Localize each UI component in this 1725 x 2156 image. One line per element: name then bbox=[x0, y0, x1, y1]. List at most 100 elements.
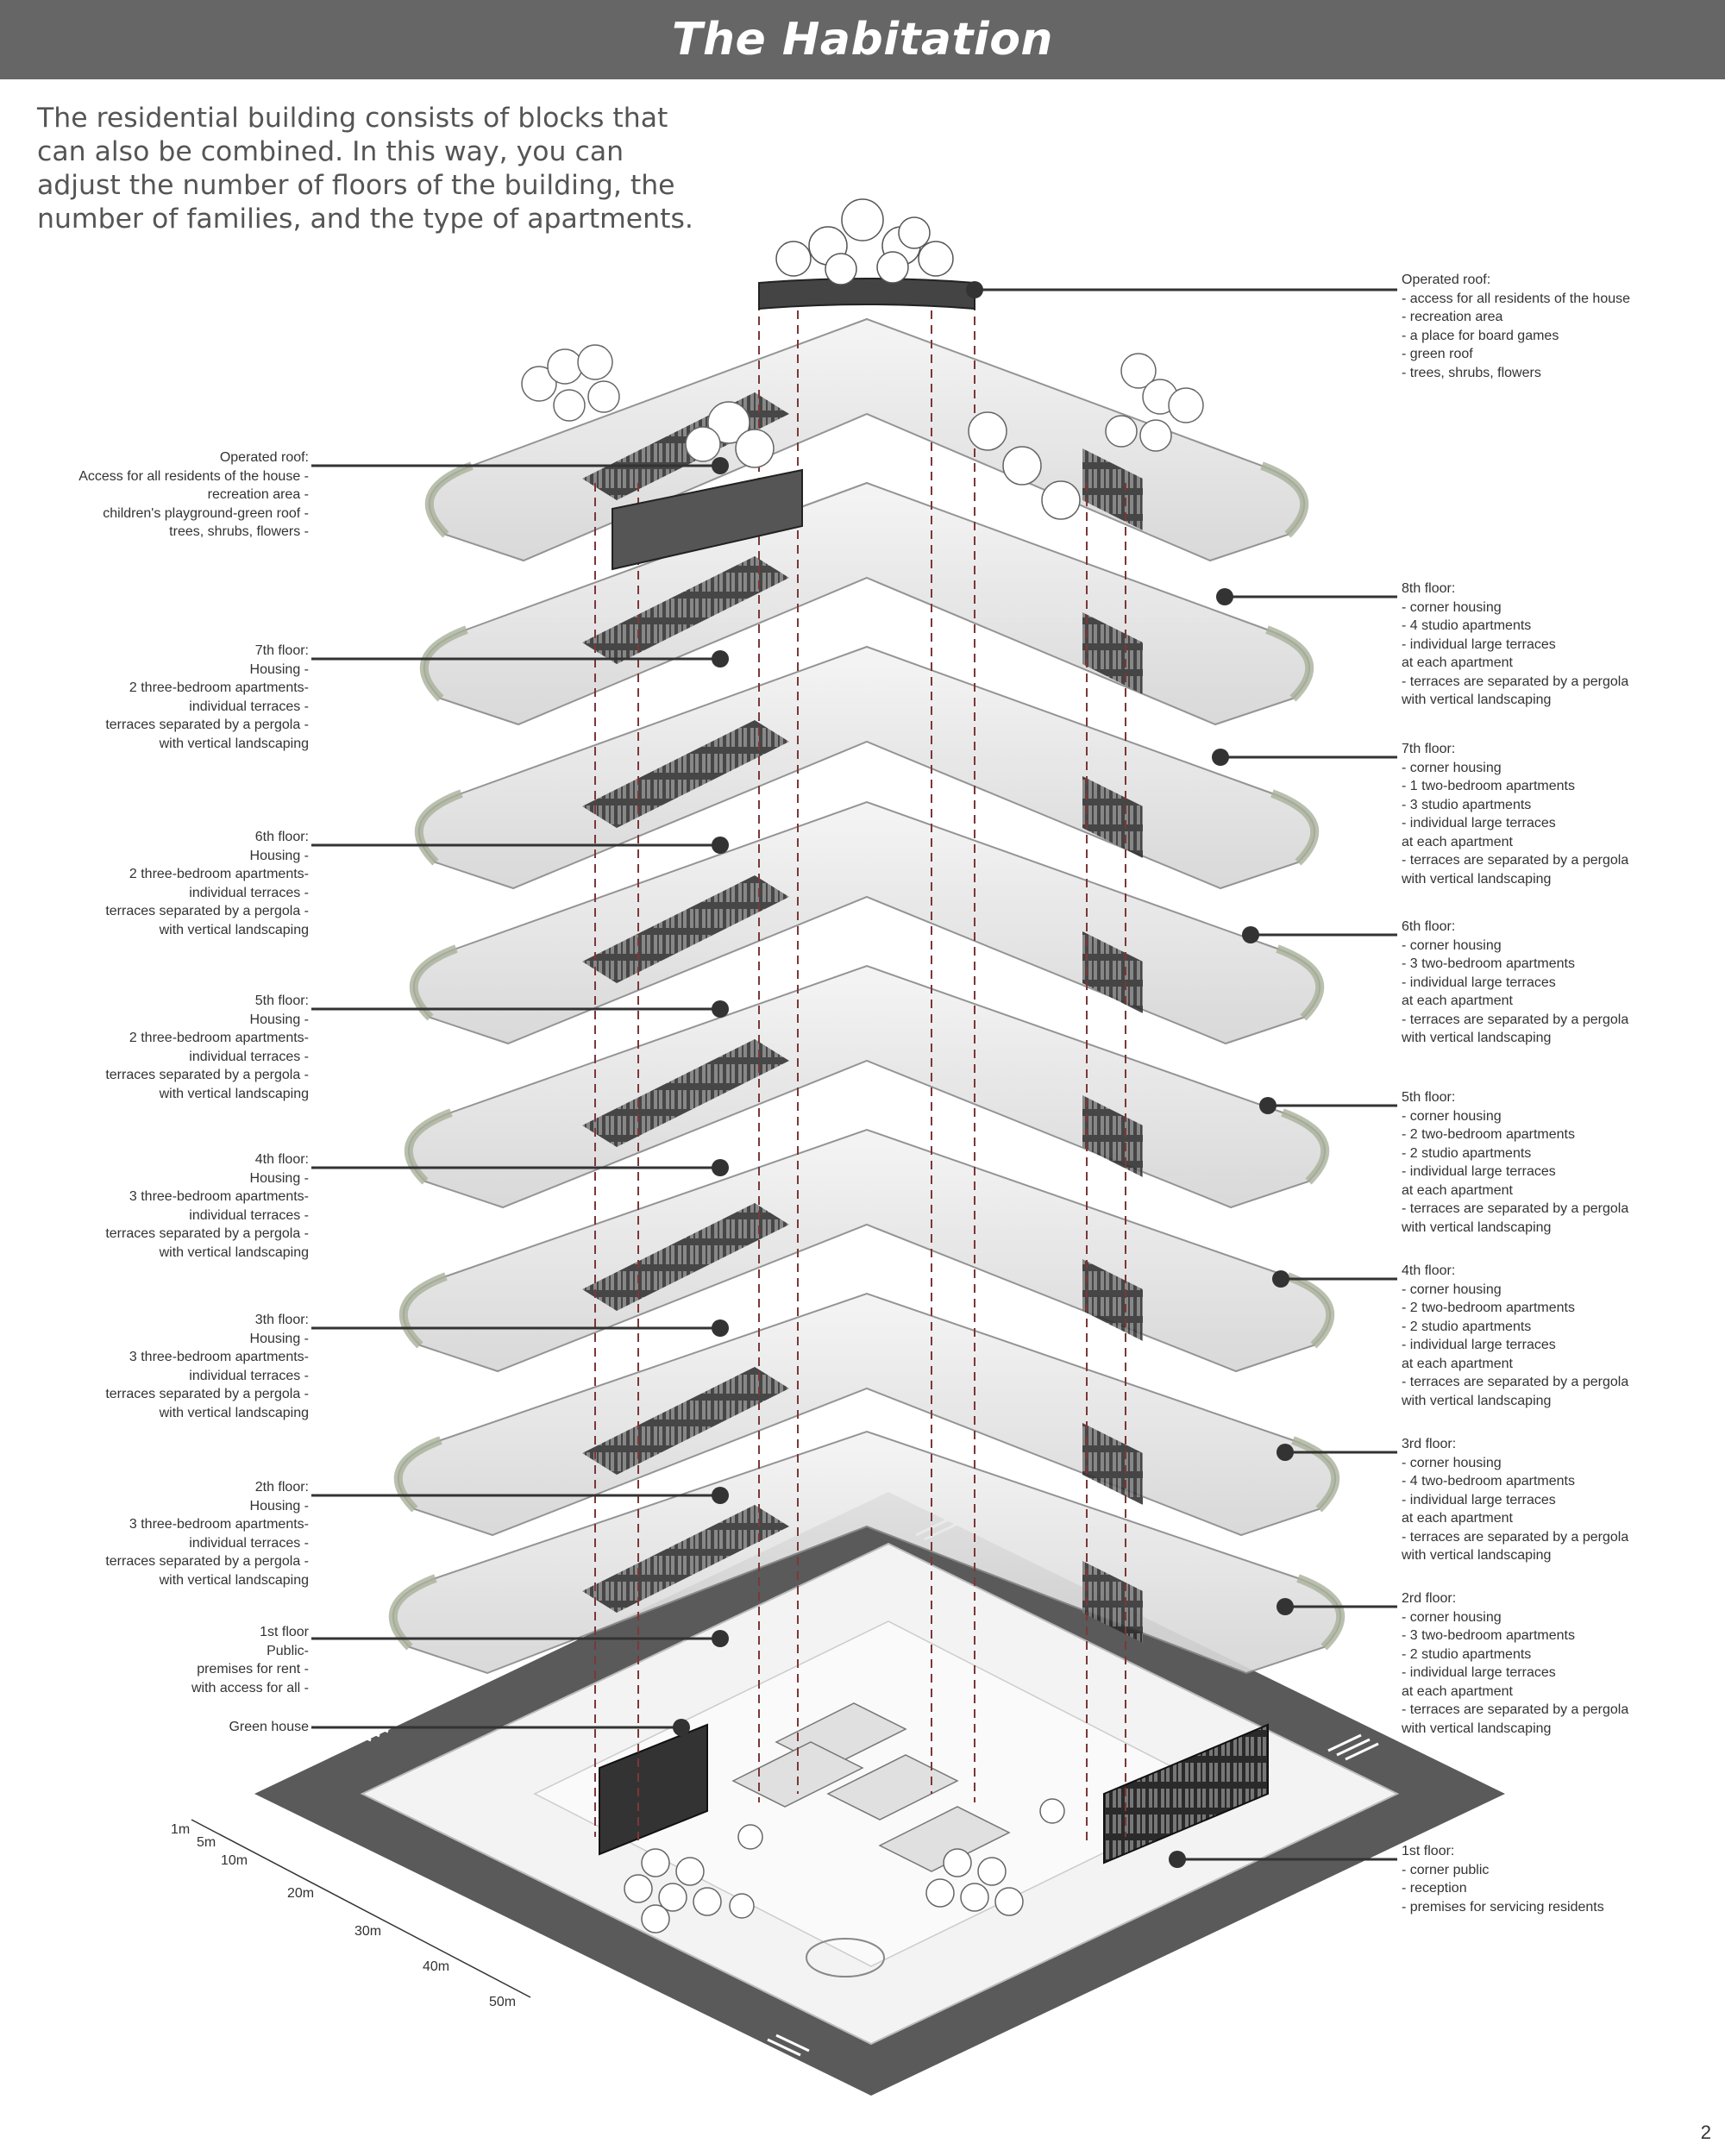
annotation-line: - 2 studio apartments bbox=[1402, 1145, 1532, 1161]
annotation-green-house: Green house bbox=[229, 1718, 309, 1737]
annotation-line: terraces separated by a pergola - bbox=[105, 1226, 309, 1241]
terrace-edge-right bbox=[1270, 789, 1320, 866]
floor-slab-group bbox=[419, 481, 1314, 726]
annotation-line: individual terraces - bbox=[189, 699, 309, 714]
apartment-block-right bbox=[1082, 1095, 1143, 1177]
structural-axes bbox=[594, 302, 1126, 1846]
annotation-line: 3 three-bedroom apartments- bbox=[129, 1189, 309, 1204]
annotation-line: at each apartment bbox=[1402, 1182, 1513, 1198]
apartment-block-left bbox=[582, 556, 789, 664]
page-title: The Habitation bbox=[672, 14, 1053, 66]
annotation-line: - recreation area bbox=[1402, 310, 1503, 324]
annotation-line: - green roof bbox=[1402, 347, 1473, 361]
annotation-line: - 2 studio apartments bbox=[1402, 1646, 1532, 1662]
apartment-block-right bbox=[1082, 448, 1143, 530]
scale-bar: 1m 5m 10m 20m 30m 40m 50m bbox=[171, 1819, 531, 2009]
annotation-7th-floor-right: 7th floor: - corner housing - 1 two-bedr… bbox=[1402, 740, 1628, 888]
annotation-line: premises for rent - bbox=[197, 1662, 309, 1677]
annotation-line: 3 three-bedroom apartments- bbox=[129, 1350, 309, 1364]
annotation-line: individual terraces - bbox=[189, 1207, 309, 1223]
annotation-5th-floor-right: 5th floor: - corner housing - 2 two-bedr… bbox=[1402, 1088, 1628, 1237]
annotation-line: - a place for board games bbox=[1402, 328, 1559, 343]
annotation-line: with vertical landscaping bbox=[159, 736, 309, 751]
floor-slab-group bbox=[388, 1430, 1346, 1675]
terrace-edge-right bbox=[1265, 625, 1314, 702]
annotation-line: - corner housing bbox=[1402, 937, 1502, 953]
floor-slab-group bbox=[409, 800, 1325, 1045]
annotation-line: Housing - bbox=[249, 661, 309, 677]
annotation-line: - 2 studio apartments bbox=[1402, 1319, 1532, 1334]
annotation-line: 3rd floor: bbox=[1402, 1437, 1457, 1451]
annotation-line: with vertical landscaping bbox=[159, 1405, 309, 1420]
apartment-block-left bbox=[582, 1367, 789, 1475]
annotation-line: 2th floor: bbox=[254, 1480, 309, 1495]
annotation-1st-floor-right: 1st floor: - corner public - reception -… bbox=[1402, 1842, 1604, 1916]
annotation-line: at each apartment bbox=[1402, 1356, 1513, 1371]
leader-dot bbox=[1242, 926, 1259, 943]
apartment-block-left bbox=[582, 875, 789, 983]
annotation-line: terraces separated by a pergola - bbox=[105, 718, 309, 732]
site-plan bbox=[254, 1492, 1505, 2096]
annotation-8th-floor-right: 8th floor: - corner housing - 4 studio a… bbox=[1402, 580, 1628, 710]
terrace-edge-right bbox=[1286, 1272, 1335, 1349]
annotation-line: at each apartment bbox=[1402, 1511, 1513, 1526]
annotation-line: - individual large terraces bbox=[1402, 1338, 1556, 1352]
annotation-line: Operated roof: bbox=[219, 450, 309, 465]
leader-dot bbox=[712, 1159, 729, 1176]
annotation-line: with vertical landscaping bbox=[159, 1244, 309, 1260]
apartment-block-left bbox=[582, 1203, 789, 1311]
title-bar: The Habitation bbox=[0, 0, 1725, 79]
annotation-line: - access for all residents of the house bbox=[1402, 291, 1631, 306]
terrace-edge-right bbox=[1291, 1436, 1340, 1513]
annotation-line: - terraces are separated by a pergola bbox=[1402, 853, 1629, 868]
annotation-line: - 2 two-bedroom apartments bbox=[1402, 1127, 1575, 1142]
apartment-block-right bbox=[1082, 1259, 1143, 1341]
annotation-line: - terraces are separated by a pergola bbox=[1402, 674, 1629, 689]
annotation-line: 4th floor: bbox=[254, 1152, 309, 1167]
annotation-line: - terraces are separated by a pergola bbox=[1402, 1529, 1629, 1545]
leader-dot bbox=[1276, 1444, 1294, 1461]
annotation-3th-floor-left: 3th floor: Housing - 3 three-bedroom apa… bbox=[105, 1311, 309, 1422]
annotation-line: 8th floor: bbox=[1402, 581, 1456, 596]
terrace-edge-left bbox=[404, 1108, 453, 1185]
annotation-roof-left: Operated roof: Access for all residents … bbox=[78, 448, 309, 542]
annotation-line: - individual large terraces bbox=[1402, 1164, 1556, 1179]
leader-lines bbox=[311, 281, 1397, 1868]
floor-slab-group bbox=[393, 1292, 1340, 1537]
annotation-line: with vertical landscaping bbox=[1402, 1393, 1552, 1408]
scale-label: 50m bbox=[489, 1995, 516, 2009]
left-roof-trees bbox=[521, 344, 775, 468]
leader-dot bbox=[1169, 1851, 1186, 1868]
scale-label: 10m bbox=[221, 1853, 248, 1868]
annotation-line: - corner public bbox=[1402, 1862, 1490, 1877]
annotation-line: - corner housing bbox=[1402, 1282, 1502, 1297]
annotation-line: Housing - bbox=[249, 1498, 309, 1514]
terrace-edge-right bbox=[1276, 944, 1325, 1021]
annotation-line: 1st floor bbox=[260, 1625, 309, 1639]
terrace-edge-left bbox=[414, 789, 463, 866]
apartment-block-left bbox=[582, 1505, 789, 1613]
annotation-line: 7th floor: bbox=[254, 643, 309, 658]
annotation-line: with vertical landscaping bbox=[1402, 1720, 1552, 1736]
leader-dot bbox=[1259, 1097, 1276, 1114]
annotation-line: - 3 studio apartments bbox=[1402, 797, 1532, 812]
terrace-edge-right bbox=[1296, 1574, 1346, 1651]
annotation-line: - 4 two-bedroom apartments bbox=[1402, 1474, 1575, 1489]
annotation-line: Operated roof: bbox=[1402, 273, 1491, 287]
intro-line: can also be combined. In this way, you c… bbox=[37, 136, 624, 167]
annotation-6th-floor-left: 6th floor: Housing - 2 three-bedroom apa… bbox=[105, 828, 309, 939]
annotation-line: 2 three-bedroom apartments- bbox=[129, 680, 309, 695]
right-roof-trees bbox=[968, 353, 1204, 520]
apartment-block-left bbox=[582, 1039, 789, 1147]
ground-facade bbox=[1103, 1723, 1269, 1865]
annotation-line: - corner housing bbox=[1402, 1455, 1502, 1470]
annotation-line: 2rd floor: bbox=[1402, 1591, 1457, 1606]
annotation-line: Access for all residents of the house - bbox=[78, 468, 309, 484]
annotation-line: 6th floor: bbox=[254, 830, 309, 844]
annotation-line: - 3 two-bedroom apartments bbox=[1402, 1628, 1575, 1643]
terrace-edge-left bbox=[393, 1436, 442, 1513]
annotation-line: 6th floor: bbox=[1402, 919, 1456, 934]
annotation-line: terraces separated by a pergola - bbox=[105, 904, 309, 918]
annotation-line: - terraces are separated by a pergola bbox=[1402, 1201, 1629, 1216]
annotation-5th-floor-left: 5th floor: Housing - 2 three-bedroom apa… bbox=[105, 992, 309, 1103]
